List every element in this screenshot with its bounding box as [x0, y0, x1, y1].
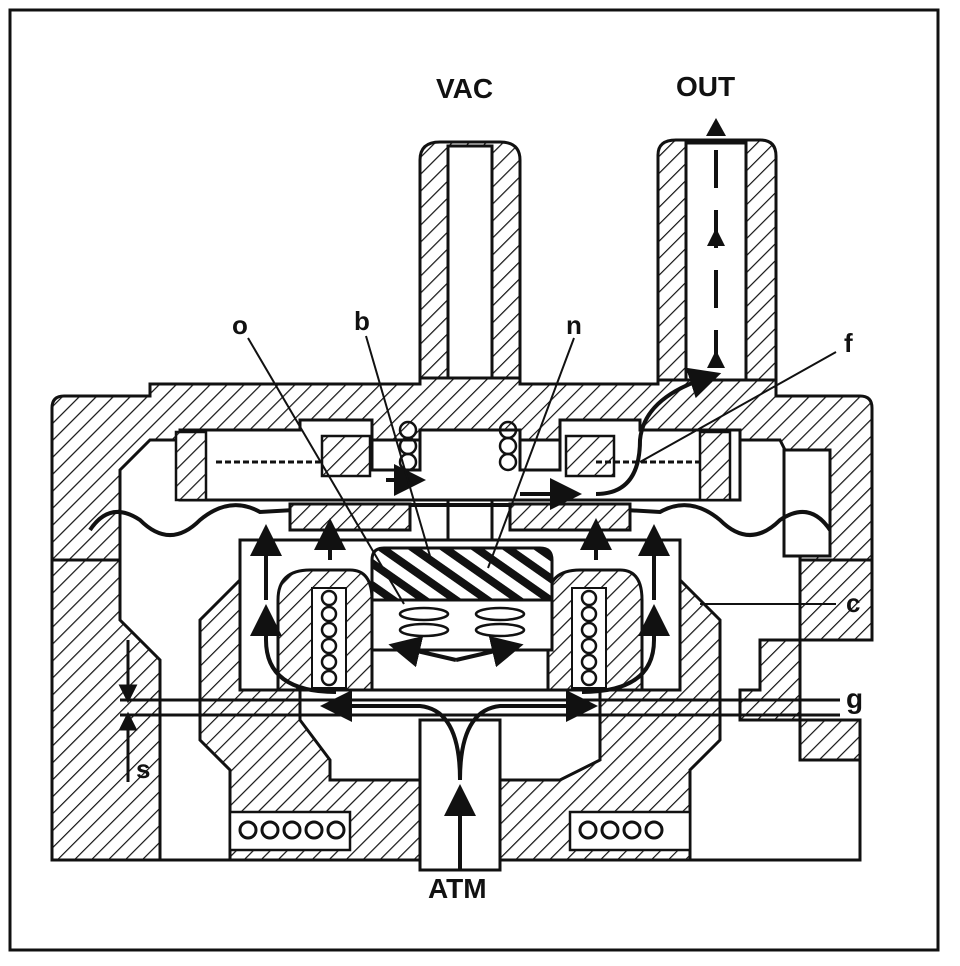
- upper-housing: [50, 376, 874, 562]
- label-vac: VAC: [436, 73, 493, 104]
- vac-tube: [418, 140, 522, 548]
- s-dimension: [118, 640, 138, 782]
- label-atm: ATM: [428, 873, 487, 904]
- poppet-guide: [370, 598, 554, 652]
- label-c: c: [846, 588, 860, 618]
- figure-frame: [8, 8, 940, 952]
- coil-left: [276, 568, 374, 692]
- leader-lines: [247, 335, 837, 701]
- poppet-spring: [398, 606, 526, 638]
- coil-right: [546, 568, 644, 692]
- label-g: g: [846, 683, 863, 714]
- bearing-balls: [238, 820, 664, 840]
- diaphragm-plate-right: [508, 502, 632, 532]
- label-f: f: [844, 328, 853, 358]
- valve-poppet: [370, 546, 554, 602]
- out-tube: [656, 118, 778, 390]
- label-n: n: [566, 310, 582, 340]
- diaphragm: [88, 503, 832, 537]
- label-out: OUT: [676, 71, 735, 102]
- label-b: b: [354, 306, 370, 336]
- stem-spring: [398, 420, 518, 472]
- label-s: s: [136, 754, 150, 784]
- flow-arrows: [250, 367, 722, 870]
- diaphragm-plate-left: [288, 502, 412, 532]
- label-o: o: [232, 310, 248, 340]
